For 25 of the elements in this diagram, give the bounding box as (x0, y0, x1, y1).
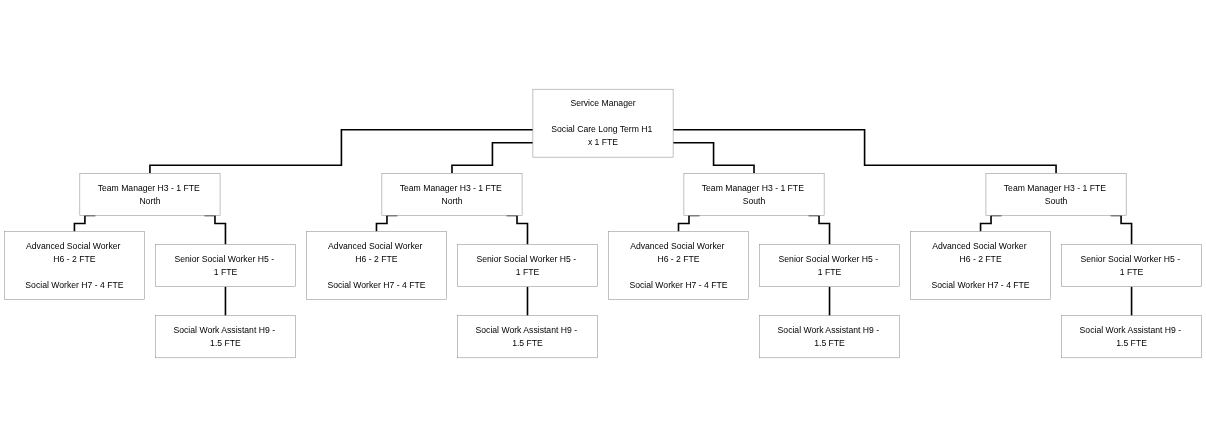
node-box: Team Manager H3 - 1 FTE North (381, 173, 523, 216)
node-box: Social Work Assistant H9 - 1.5 FTE (457, 315, 598, 359)
node-box: Social Work Assistant H9 - 1.5 FTE (1061, 315, 1202, 359)
connector (224, 285, 227, 317)
node-box: Advanced Social Worker H6 - 2 FTE Social Worker H7 - 4 FTE (608, 231, 749, 300)
node-box: Service Manager Social Care Long Term H1 x 1 FTE (532, 88, 674, 158)
node-box: Team Manager H3 - 1 FTE North (79, 173, 221, 216)
node-box: Advanced Social Worker H6 - 2 FTE Social Worker H7 - 4 FTE (306, 231, 447, 300)
node-box: Team Manager H3 - 1 FTE South (683, 173, 825, 216)
connector (149, 128, 534, 175)
connector (1130, 285, 1133, 317)
node-box: Advanced Social Worker H6 - 2 FTE Social Worker H7 - 4 FTE (910, 231, 1051, 300)
connector (828, 285, 831, 317)
connector (526, 285, 529, 317)
node-box: Senior Social Worker H5 - 1 FTE (457, 244, 598, 287)
node-box: Team Manager H3 - 1 FTE South (985, 173, 1127, 216)
node-box: Senior Social Worker H5 - 1 FTE (155, 244, 296, 287)
node-box: Advanced Social Worker H6 - 2 FTE Social Worker H7 - 4 FTE (4, 231, 145, 300)
node-box: Social Work Assistant H9 - 1.5 FTE (759, 315, 900, 359)
node-box: Social Work Assistant H9 - 1.5 FTE (155, 315, 296, 359)
connector (451, 141, 534, 175)
connector (672, 128, 1057, 175)
node-box: Senior Social Worker H5 - 1 FTE (759, 244, 900, 287)
node-box: Senior Social Worker H5 - 1 FTE (1061, 244, 1202, 287)
connector (672, 141, 755, 175)
